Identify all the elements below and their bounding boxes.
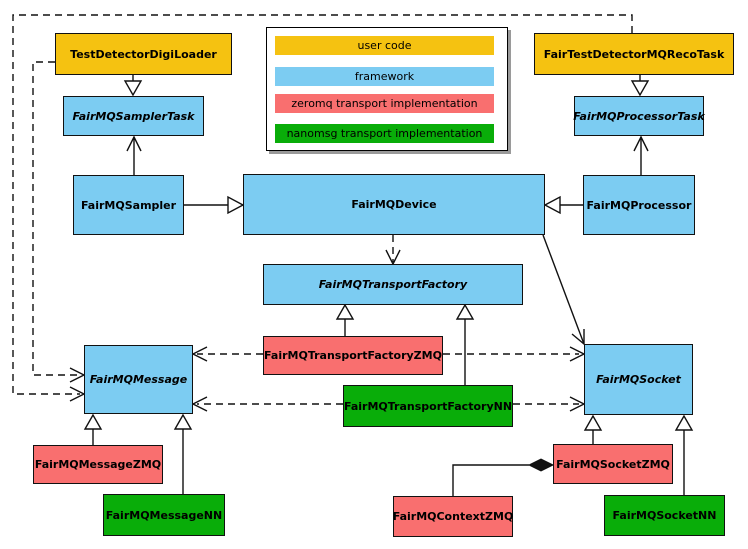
class-box-fairmqmessagezmq: FairMQMessageZMQ: [33, 445, 163, 484]
edge-fairmqmessagezmq-fairmqmessage: [83, 413, 103, 445]
edge-fairmqtransportfactorynn-fairmqsocket: [513, 396, 586, 412]
legend-item-zeromq: zeromq transport implementation: [275, 94, 494, 113]
class-box-fairmqmessage: FairMQMessage: [84, 345, 193, 414]
edge-fairmqtransportfactoryzmq-fairmqtransportfactory: [335, 303, 355, 336]
edge-testdetectordigiloader-fairmqsamplertask: [123, 75, 143, 97]
edge-fairmqtransportfactoryzmq-fairmqmessage: [191, 346, 263, 362]
class-box-fairmqtransportfactoryzmq: FairMQTransportFactoryZMQ: [263, 336, 443, 375]
edge-fairmqprocessor-fairmqdevice: [543, 195, 583, 215]
edge-fairmqsocketzmq-fairmqsocket: [583, 414, 603, 444]
class-box-fairmqtransportfactorynn: FairMQTransportFactoryNN: [343, 385, 513, 427]
class-box-fairmqsocketnn: FairMQSocketNN: [604, 495, 725, 536]
class-box-fairmqdevice: FairMQDevice: [243, 174, 545, 235]
legend-item-nanomsg: nanomsg transport implementation: [275, 124, 494, 143]
class-box-fairmqcontextzmq: FairMQContextZMQ: [393, 496, 513, 537]
class-box-fairmqprocessor: FairMQProcessor: [583, 175, 695, 235]
legend-item-framework: framework: [275, 67, 494, 86]
legend-box: user code framework zeromq transport imp…: [266, 27, 508, 151]
edge-fairmqdevice-fairmqtransportfactory: [385, 235, 401, 266]
class-box-fairmqmessagenn: FairMQMessageNN: [103, 494, 225, 536]
edge-fairmqtransportfactoryzmq-fairmqsocket: [443, 346, 586, 362]
edge-fairmqsampler-fairmqsamplertask: [126, 135, 142, 175]
edge-fairmqsampler-fairmqdevice: [184, 195, 245, 215]
class-box-fairmqtransportfactory: FairMQTransportFactory: [263, 264, 523, 305]
edge-fairmqprocessor-fairmqprocessortask: [633, 135, 649, 175]
edge-fairmqtransportfactorynn-fairmqtransportfactory: [455, 303, 475, 385]
class-box-fairtestdetectormqrecotask: FairTestDetectorMQRecoTask: [534, 33, 734, 75]
legend-item-user-code: user code: [275, 36, 494, 55]
class-box-fairmqsocket: FairMQSocket: [584, 344, 693, 415]
edge-fairmqsocketnn-fairmqsocket: [674, 414, 694, 495]
edge-fairmqdevice-fairmqsocket: [542, 234, 585, 346]
edge-fairmqcontextzmq-fairmqsocketzmq: [452, 458, 555, 496]
edge-fairtestdetectormqrecotask-fairmqprocessortask: [630, 75, 650, 97]
edge-fairmqmessagenn-fairmqmessage: [173, 413, 193, 494]
class-box-fairmqsocketzmq: FairMQSocketZMQ: [553, 444, 673, 484]
class-box-fairmqsamplertask: FairMQSamplerTask: [63, 96, 204, 136]
class-box-fairmqprocessortask: FairMQProcessorTask: [573, 96, 705, 136]
edge-fairmqtransportfactorynn-fairmqmessage: [191, 396, 343, 412]
class-box-testdetectordigiloader: TestDetectorDigiLoader: [55, 33, 232, 75]
class-box-fairmqsampler: FairMQSampler: [73, 175, 184, 235]
